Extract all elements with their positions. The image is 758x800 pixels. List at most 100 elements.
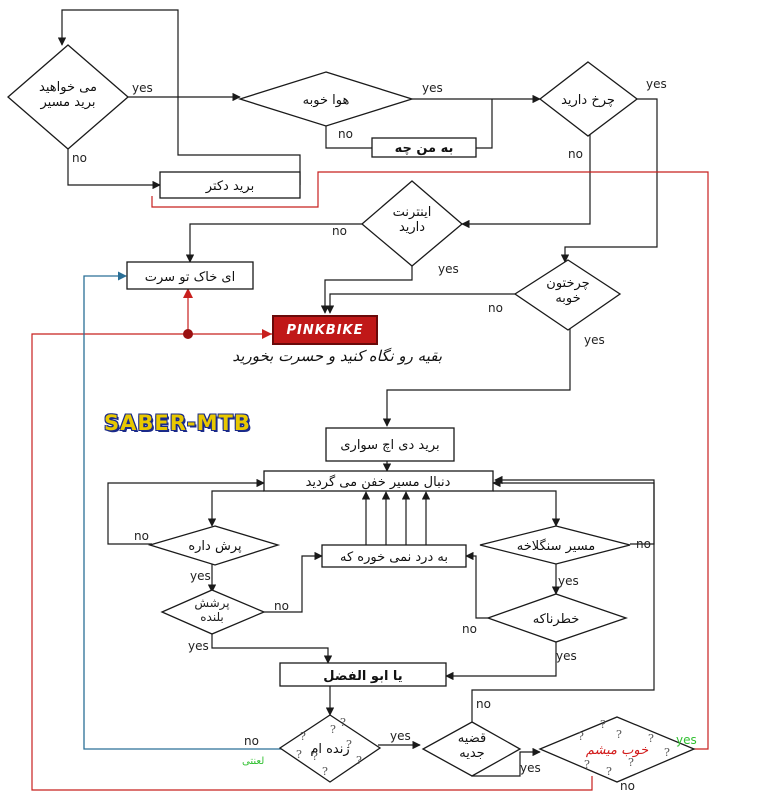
svg-text:?: ?	[648, 732, 654, 745]
svg-text:?: ?	[616, 728, 622, 741]
red-well-yes-loop	[151, 171, 709, 750]
connector-bike-bikeok	[560, 98, 658, 263]
decision-jump-high	[160, 589, 266, 635]
label-yes-green: yes	[676, 733, 697, 747]
label-no: no	[72, 151, 87, 165]
label-find-route: دنبال مسیر خفن می گردید	[306, 474, 451, 490]
connector-internet-pink	[320, 264, 413, 314]
label-no: no	[338, 127, 353, 141]
label-get-well: خوب میشم	[586, 743, 649, 758]
svg-text:?: ?	[296, 748, 302, 761]
label-jump: پرش داره	[188, 539, 242, 554]
decision-bike-ok	[513, 259, 622, 331]
label-go-doctor: برید دکتر	[205, 179, 254, 194]
svg-text:?: ?	[578, 730, 584, 743]
decision-dangerous	[486, 593, 629, 643]
shapes	[7, 44, 696, 783]
decision-alive	[278, 714, 382, 783]
label-no: no	[620, 779, 635, 793]
label-alive: زنده ام	[310, 742, 349, 757]
svg-text:?: ?	[312, 750, 318, 763]
svg-text:?: ?	[356, 754, 362, 767]
pinkbike-logo: PINKBIKE	[272, 315, 378, 345]
svg-text:?: ?	[330, 723, 336, 736]
box-not-worth	[321, 544, 467, 568]
pinkbike-logo-text: PINKBIKE	[286, 322, 364, 338]
connector-high-notworth	[264, 551, 323, 613]
connector-weather-sowhat	[325, 122, 372, 149]
label-so-what: به من چه	[395, 141, 454, 156]
label-yes: yes	[132, 81, 153, 95]
red-connectors	[31, 171, 709, 791]
decision-get-well	[538, 716, 696, 783]
decision-jump	[147, 525, 281, 566]
box-so-what	[371, 137, 477, 158]
label-no: no	[488, 301, 503, 315]
label-have-bike: چرخ دارید	[561, 93, 615, 108]
label-no: no	[462, 622, 477, 636]
label-no: no	[244, 734, 259, 748]
connector-danger-abolfazl	[445, 642, 557, 681]
saber-mtb-logo-text: SABER-MTB	[104, 411, 251, 435]
box-dust-on-you	[126, 261, 254, 290]
label-ya-abolfazl: یا ابو الفضل	[323, 669, 402, 684]
connectors	[57, 9, 658, 777]
caption-rest: بقیه رو نگاه کنید و حسرت بخورید	[232, 347, 442, 365]
saber-mtb-logo: SABER-MTB	[104, 408, 284, 438]
label-no: no	[568, 147, 583, 161]
label-yes: yes	[422, 81, 443, 95]
label-dead: لعنتی	[242, 756, 264, 767]
connector-case-find	[471, 475, 655, 722]
red-arrowhead-dust	[183, 288, 193, 298]
svg-text:?: ?	[584, 758, 590, 771]
label-go-riding: برید دی اچ سواری	[340, 438, 439, 453]
label-no: no	[476, 697, 491, 711]
decision-weather	[237, 71, 415, 127]
connector-sowhat-return	[476, 99, 493, 149]
svg-text:?: ?	[600, 718, 606, 731]
connector-jump-find	[107, 478, 265, 545]
svg-text:?: ?	[300, 730, 306, 743]
svg-text:?: ?	[628, 756, 634, 769]
box-ya-abolfazl	[279, 662, 447, 687]
label-yes: yes	[188, 639, 209, 653]
svg-text:?: ?	[664, 746, 670, 759]
svg-text:?: ?	[346, 738, 352, 751]
blue-connector-alive-dust	[83, 271, 283, 750]
decision-case-new	[421, 721, 522, 777]
label-rocky: مسیر سنگلاخه	[517, 538, 596, 554]
connector-danger-notworth	[465, 551, 488, 619]
label-no: no	[636, 537, 651, 551]
label-dangerous: خطرناکه	[533, 612, 580, 627]
label-yes: yes	[438, 262, 459, 276]
decision-have-bike	[538, 61, 639, 137]
label-no: no	[274, 599, 289, 613]
decision-rocky	[479, 525, 631, 565]
decision-want-ride	[7, 44, 129, 150]
label-yes: yes	[558, 574, 579, 588]
svg-text:?: ?	[340, 716, 346, 729]
connector-internet-dust	[185, 223, 362, 263]
connector-doctor-loop	[57, 9, 301, 185]
box-go-riding	[325, 427, 455, 462]
svg-text:?: ?	[606, 765, 612, 778]
label-weather: هوا خوبه	[303, 93, 350, 108]
label-no: no	[134, 529, 149, 543]
box-find-route	[263, 470, 494, 492]
label-yes: yes	[556, 649, 577, 663]
red-arrowhead-pink	[262, 329, 272, 339]
label-no: no	[332, 224, 347, 238]
svg-text:?: ?	[322, 765, 328, 778]
label-not-worth: به درد نمی خوره که	[340, 550, 448, 565]
label-yes: yes	[520, 761, 541, 775]
label-yes: yes	[584, 333, 605, 347]
connector-bike-internet	[461, 135, 591, 229]
junction-dot	[183, 329, 193, 339]
